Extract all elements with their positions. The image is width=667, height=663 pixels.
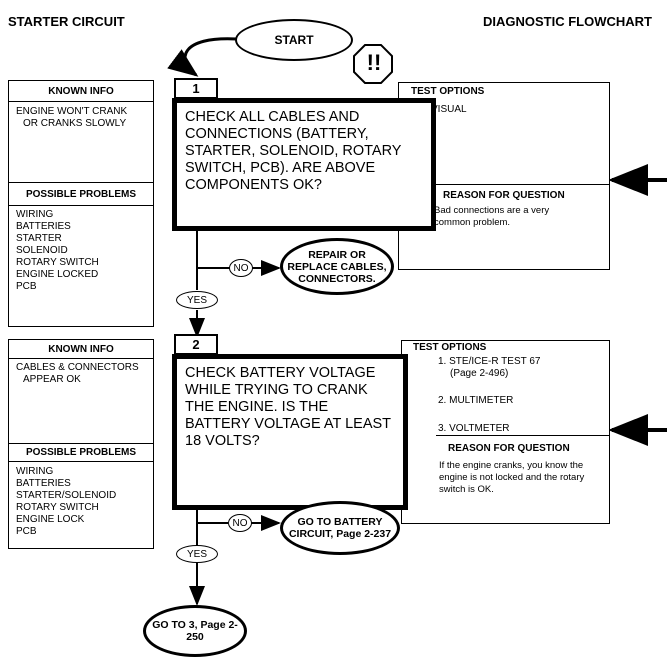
warning-mark: !! [366, 50, 382, 75]
problem-item: ROTARY SWITCH [16, 257, 99, 268]
known-info-title: KNOWN INFO [48, 344, 114, 355]
step1-question-box: CHECK ALL CABLES AND CONNECTIONS (BATTER… [172, 98, 436, 231]
step1-possible-problems: POSSIBLE PROBLEMS WIRING BATTERIES START… [8, 182, 154, 327]
test-options-title: TEST OPTIONS [411, 86, 485, 97]
test-option-item: 2. MULTIMETER [438, 395, 514, 406]
known-info-line: CABLES & CONNECTORS [16, 362, 139, 373]
reason-title: REASON FOR QUESTION [448, 443, 570, 454]
test-options-title: TEST OPTIONS [413, 342, 487, 353]
problem-item: PCB [16, 281, 37, 292]
step2-number-tab: 2 [174, 334, 218, 355]
problem-item: BATTERIES [16, 478, 71, 489]
divider [9, 101, 153, 102]
test-option-item: 1. STE/ICE-R TEST 67 [438, 356, 541, 367]
step1-no-action: REPAIR OR REPLACE CABLES, CONNECTORS. [280, 238, 394, 295]
divider [435, 184, 609, 185]
problem-item: SOLENOID [16, 245, 68, 256]
problem-item: STARTER/SOLENOID [16, 490, 117, 501]
step2-yes-action: GO TO 3, Page 2-250 [143, 605, 247, 657]
step2-no-action: GO TO BATTERY CIRCUIT, Page 2-237 [280, 501, 400, 555]
known-info-line: ENGINE WON'T CRANK [16, 106, 128, 117]
start-loop-line [167, 37, 238, 77]
step1-no-pill: NO [229, 259, 253, 277]
problem-item: WIRING [16, 209, 54, 220]
chart-title-right: DIAGNOSTIC FLOWCHART [483, 14, 652, 29]
divider [436, 435, 609, 436]
reason-text: If the engine cranks, you know the engin… [439, 460, 585, 495]
reason-title: REASON FOR QUESTION [443, 190, 565, 201]
step2-yes-pill: YES [176, 545, 218, 563]
divider [9, 205, 153, 206]
step1-number-tab: 1 [174, 78, 218, 99]
problem-item: PCB [16, 526, 37, 537]
start-oval: START [235, 19, 353, 61]
step2-no-pill: NO [228, 514, 252, 532]
chart-title-left: STARTER CIRCUIT [8, 14, 125, 29]
divider [9, 461, 153, 462]
reason-text: Bad connections are a very common proble… [434, 205, 550, 228]
problem-item: ENGINE LOCKED [16, 269, 99, 280]
problem-item: STARTER [16, 233, 62, 244]
possible-problems-title: POSSIBLE PROBLEMS [25, 189, 136, 200]
test-option-item: VISUAL [431, 104, 467, 115]
step2-test-options: TEST OPTIONS 1. STE/ICE-R TEST 67 (Page … [401, 340, 610, 524]
problem-item: BATTERIES [16, 221, 71, 232]
step1-known-info: KNOWN INFO ENGINE WON'T CRANK OR CRANKS … [8, 80, 154, 184]
problem-item: ENGINE LOCK [16, 514, 85, 525]
possible-problems-title: POSSIBLE PROBLEMS [25, 447, 136, 458]
test-option-item: (Page 2-496) [450, 368, 509, 379]
known-info-line: OR CRANKS SLOWLY [23, 118, 127, 129]
start-label: START [274, 33, 314, 47]
known-info-line: APPEAR OK [23, 374, 81, 385]
test-option-item: 3. VOLTMETER [438, 423, 510, 434]
problem-item: WIRING [16, 466, 54, 477]
step2-known-info: KNOWN INFO CABLES & CONNECTORS APPEAR OK [8, 339, 154, 445]
known-info-title: KNOWN INFO [48, 86, 114, 97]
step2-possible-problems: POSSIBLE PROBLEMS WIRING BATTERIES START… [8, 443, 154, 549]
warning-octagon [353, 44, 393, 84]
step2-question-box: CHECK BATTERY VOLTAGE WHILE TRYING TO CR… [172, 354, 408, 510]
step1-yes-pill: YES [176, 291, 218, 309]
divider [9, 358, 153, 359]
problem-item: ROTARY SWITCH [16, 502, 99, 513]
